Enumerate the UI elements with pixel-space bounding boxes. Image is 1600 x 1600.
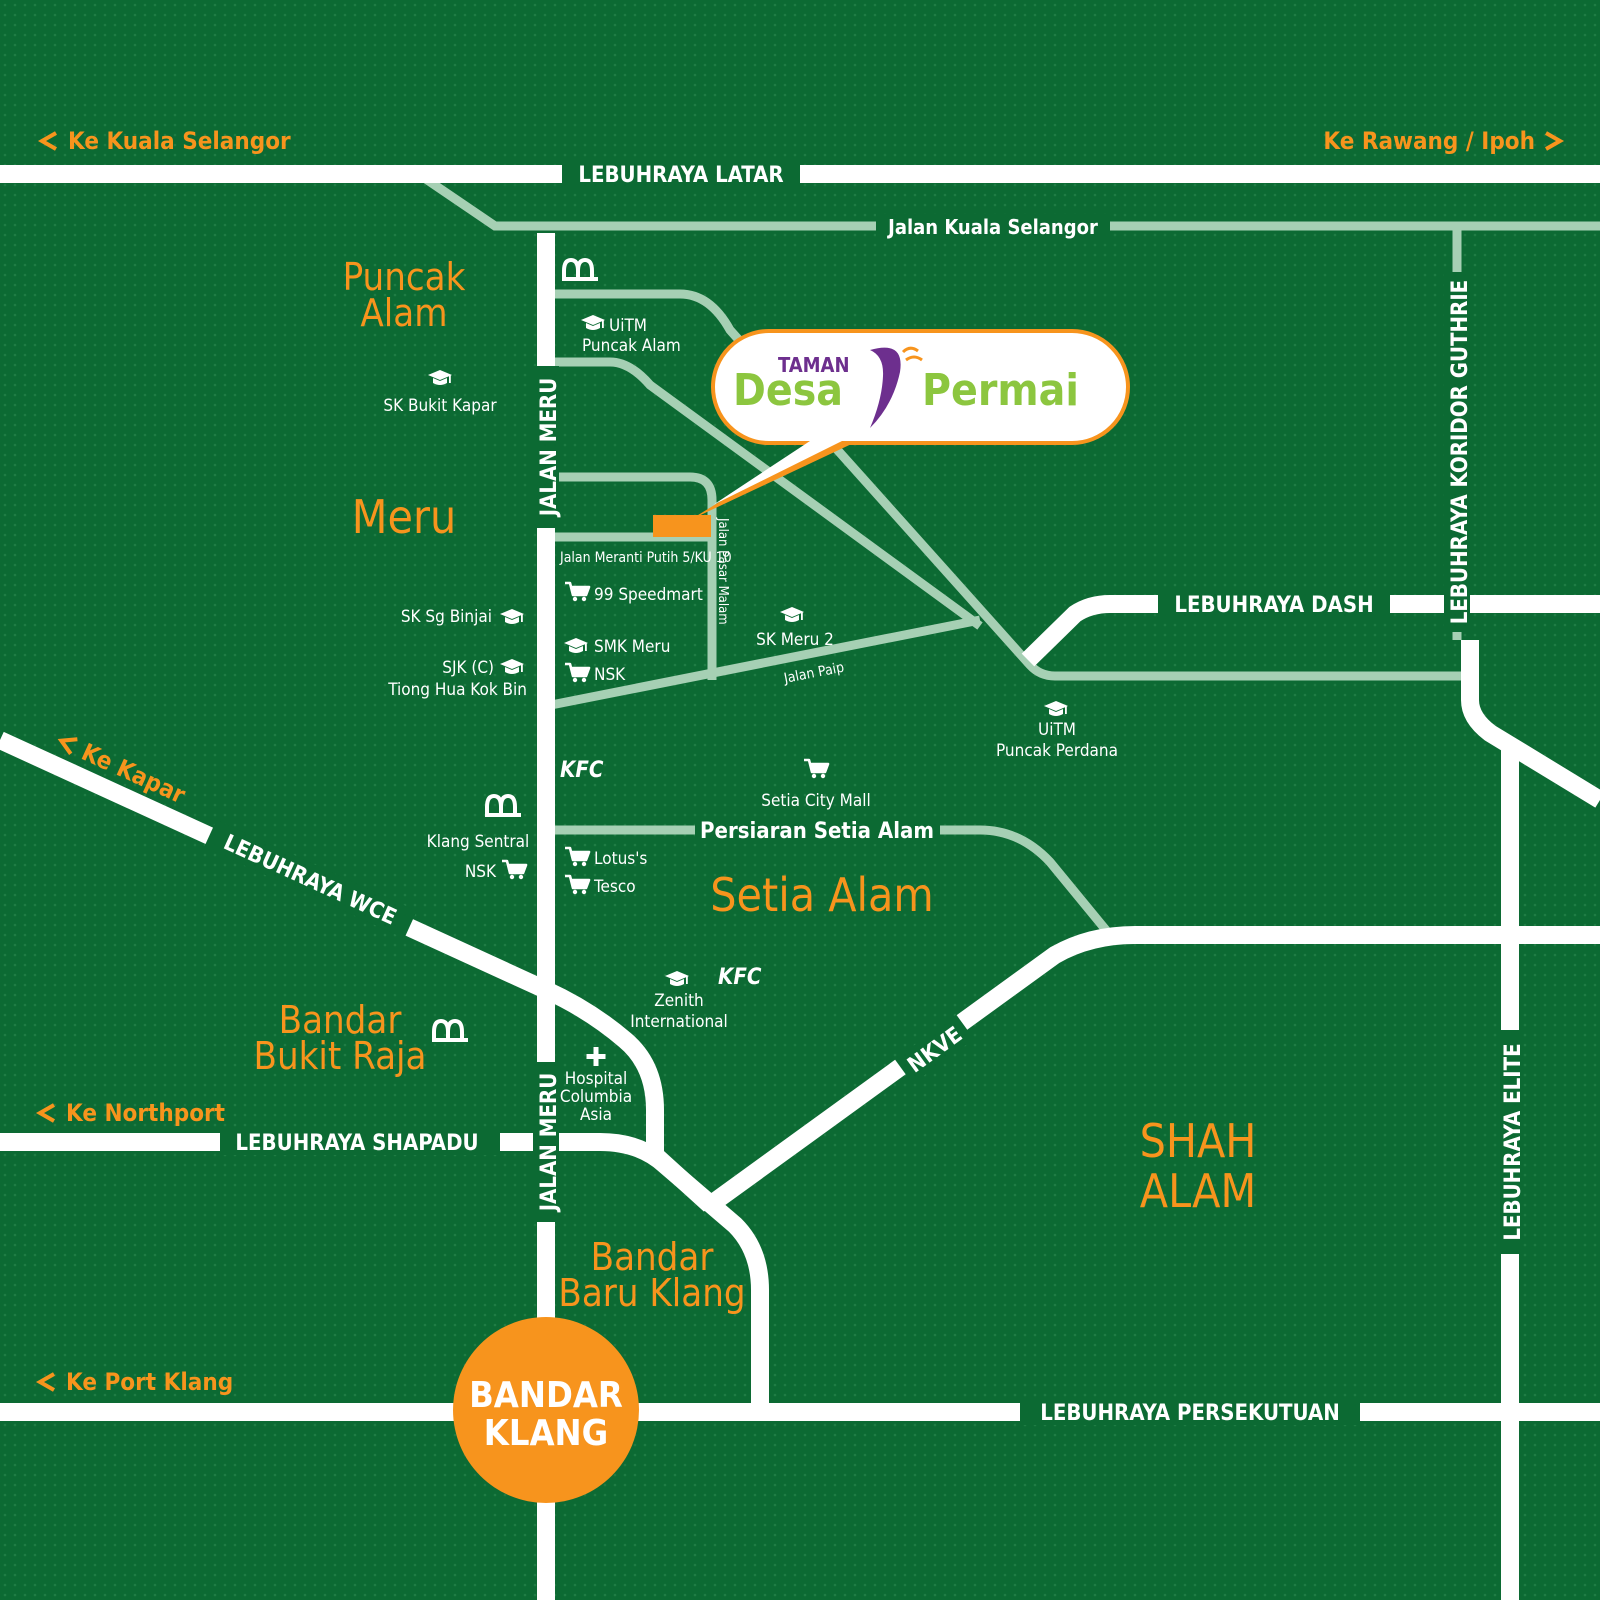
area-shah-alam-line2: ALAM	[1140, 1164, 1256, 1218]
brand-taman: TAMAN	[778, 353, 850, 377]
kfc-logo: KFC	[718, 965, 762, 990]
poi-sk-sg-binjai: SK Sg Binjai	[401, 607, 492, 627]
road-label-koridor-guthrie: LEBUHRAYA KORIDOR GUTHRIE	[1448, 280, 1473, 624]
road-label-jalan-meranti: Jalan Meranti Putih 5/KU 10	[559, 550, 732, 566]
road-label-jalan-meru-south: JALAN MERU	[537, 1073, 562, 1214]
poi-nsk-klang-sentral: NSK	[465, 862, 497, 882]
road-label-jalan-meru-north: JALAN MERU	[537, 378, 562, 519]
road-label-lebuhraya-persekutuan: LEBUHRAYA PERSEKUTUAN	[1040, 1401, 1340, 1426]
location-marker	[653, 440, 860, 537]
area-baru-klang-line2: Baru Klang	[558, 1271, 745, 1315]
road-label-jalan-kuala-selangor: Jalan Kuala Selangor	[887, 215, 1098, 239]
poi-sk-meru-2: SK Meru 2	[756, 630, 834, 650]
direction-kuala-selangor: Ke Kuala Selangor	[68, 127, 291, 155]
brand-desa: Desa	[733, 365, 843, 416]
poi-zenith-line2: International	[630, 1012, 728, 1032]
poi-nsk-meru: NSK	[594, 665, 626, 685]
road-label-lebuhraya-shapadu: LEBUHRAYA SHAPADU	[235, 1131, 478, 1156]
chevron-left-icon	[57, 737, 78, 755]
points-of-interest: UiTM Puncak Alam SK Bukit Kapar 99 Speed…	[383, 258, 1118, 1125]
chevron-left-icon	[35, 1372, 55, 1392]
poi-lotuss: Lotus's	[594, 849, 647, 869]
bandar-klang-line1: BANDAR	[469, 1375, 623, 1416]
area-bukit-raja-line2: Bukit Raja	[254, 1034, 427, 1078]
poi-tesco: Tesco	[593, 877, 636, 897]
area-setia-alam: Setia Alam	[710, 868, 933, 922]
chevron-left-icon	[37, 131, 57, 151]
poi-uitm-puncak-alam-line2: Puncak Alam	[582, 336, 681, 356]
area-shah-alam-line1: SHAH	[1140, 1114, 1257, 1168]
poi-uitm-puncak-perdana-line1: UiTM	[1038, 720, 1076, 740]
direction-northport: Ke Northport	[66, 1099, 225, 1127]
poi-klang-sentral: Klang Sentral	[427, 832, 530, 852]
poi-hospital-line2: Columbia	[560, 1087, 632, 1107]
taman-desa-permai-callout: TAMAN Desa Permai	[711, 329, 1130, 505]
poi-zenith-line1: Zenith	[654, 991, 704, 1011]
butterfly-logo-icon	[870, 346, 923, 428]
direction-port-klang: Ke Port Klang	[66, 1368, 233, 1396]
chevron-right-icon	[1545, 131, 1565, 151]
kfc-logo: KFC	[560, 758, 604, 783]
road-label-jalan-pasar-malam: Jalan Pasar Malam	[715, 517, 730, 625]
area-puncak-alam-line2: Alam	[360, 291, 447, 335]
road-label-lebuhraya-dash: LEBUHRAYA DASH	[1174, 593, 1373, 618]
poi-sjk-line1: SJK (C)	[442, 658, 494, 678]
bandar-klang-line2: KLANG	[484, 1413, 609, 1454]
poi-sk-bukit-kapar: SK Bukit Kapar	[383, 396, 497, 416]
road-label-lebuhraya-latar: LEBUHRAYA LATAR	[578, 163, 783, 188]
hospital-cross-icon	[586, 1047, 606, 1066]
brand-permai: Permai	[922, 365, 1079, 416]
poi-99-speedmart: 99 Speedmart	[594, 585, 703, 605]
direction-rawang-ipoh: Ke Rawang / Ipoh	[1323, 127, 1535, 155]
poi-smk-meru: SMK Meru	[594, 637, 670, 657]
poi-hospital-line1: Hospital	[565, 1069, 627, 1089]
minor-roads	[417, 171, 1600, 938]
poi-setia-city-mall: Setia City Mall	[761, 791, 871, 811]
poi-uitm-puncak-alam-line1: UiTM	[609, 316, 647, 336]
area-labels: Puncak Alam Meru Setia Alam Bandar Bukit…	[254, 255, 1257, 1315]
poi-hospital-line3: Asia	[580, 1105, 612, 1125]
area-puncak-alam-line1: Puncak	[343, 255, 466, 299]
bandar-klang-marker: BANDAR KLANG	[453, 1317, 639, 1503]
chevron-left-icon	[35, 1103, 55, 1123]
road-label-lebuhraya-elite: LEBUHRAYA ELITE	[1501, 1043, 1526, 1240]
area-bukit-raja-line1: Bandar	[279, 998, 403, 1042]
road-label-persiaran-setia-alam: Persiaran Setia Alam	[700, 819, 934, 844]
poi-sjk-line2: Tiong Hua Kok Bin	[387, 680, 527, 700]
poi-uitm-puncak-perdana-line2: Puncak Perdana	[996, 741, 1118, 761]
area-baru-klang-line1: Bandar	[591, 1235, 715, 1279]
area-meru: Meru	[352, 490, 456, 544]
